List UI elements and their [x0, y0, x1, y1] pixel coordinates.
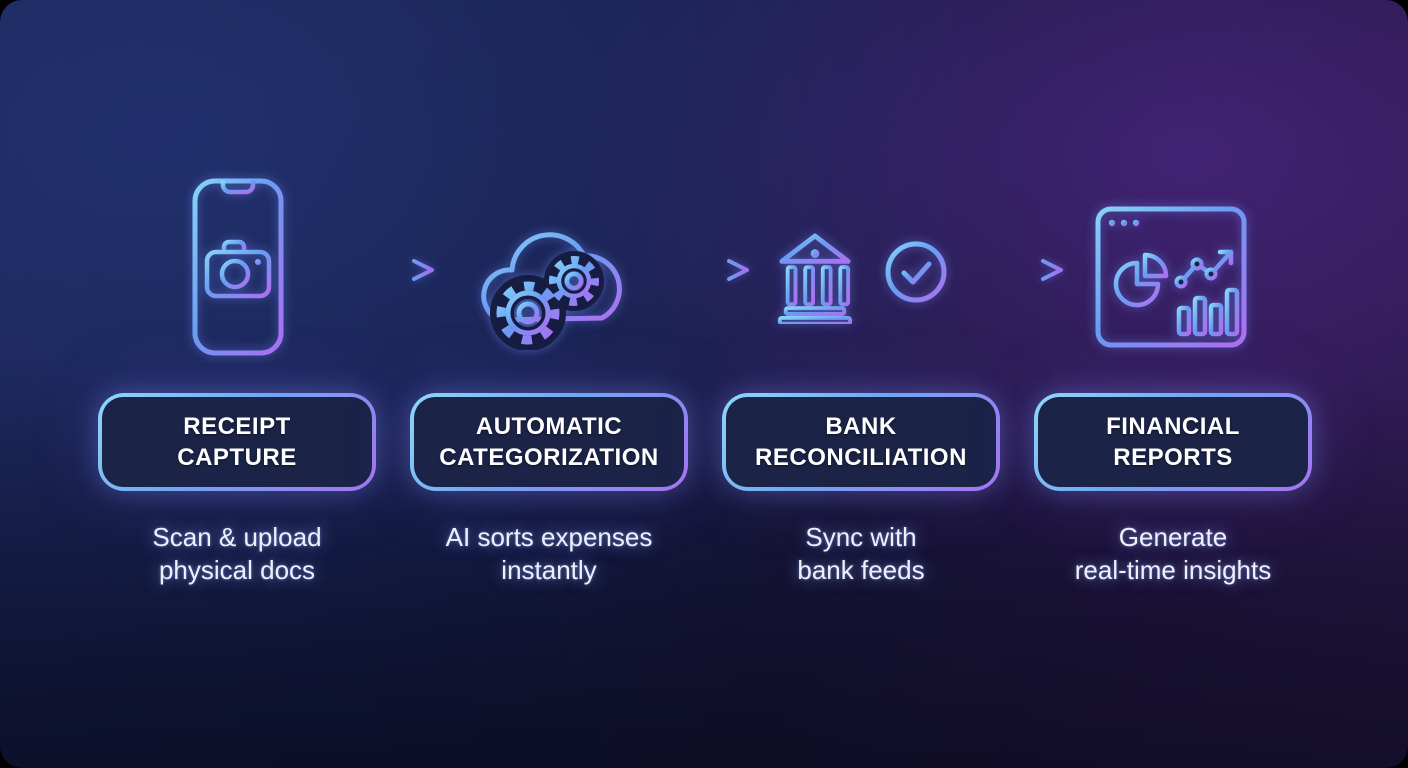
flow-arrow-icon: [658, 259, 749, 281]
step-box-fill: BANK RECONCILIATION: [726, 397, 996, 487]
step-box-fill: AUTOMATIC CATEGORIZATION: [414, 397, 684, 487]
step-box-receipt-capture: RECEIPT CAPTURE: [98, 393, 376, 491]
step-title: BANK RECONCILIATION: [755, 413, 967, 471]
step-box-financial-reports: FINANCIAL REPORTS: [1034, 393, 1312, 491]
divider-line-icon: [865, 209, 871, 337]
step-box-fill: FINANCIAL REPORTS: [1038, 397, 1308, 487]
step-box-fill: RECEIPT CAPTURE: [102, 397, 372, 487]
step-box-bank-reconciliation: BANK RECONCILIATION: [722, 393, 1000, 491]
step-subtitle: Generate real-time insights: [1074, 522, 1272, 585]
cloud-gears-icon: [481, 232, 622, 350]
checkmark-circle-icon: [885, 241, 947, 303]
dashboard-charts-icon: [1095, 206, 1247, 348]
step-subtitle: AI sorts expenses instantly: [445, 522, 653, 585]
step-subtitle: Sync with bank feeds: [797, 522, 925, 585]
step-title: AUTOMATIC CATEGORIZATION: [439, 413, 659, 471]
step-title: RECEIPT CAPTURE: [177, 413, 297, 471]
flow-arrow-icon: [980, 259, 1063, 281]
phone-camera-icon: [192, 178, 284, 356]
flow-arrow-icon: [315, 259, 434, 281]
step-subtitle: Scan & upload physical docs: [152, 522, 322, 585]
step-title: FINANCIAL REPORTS: [1106, 413, 1240, 471]
bank-building-icon: [777, 233, 853, 324]
step-box-automatic-categorization: AUTOMATIC CATEGORIZATION: [410, 393, 688, 491]
